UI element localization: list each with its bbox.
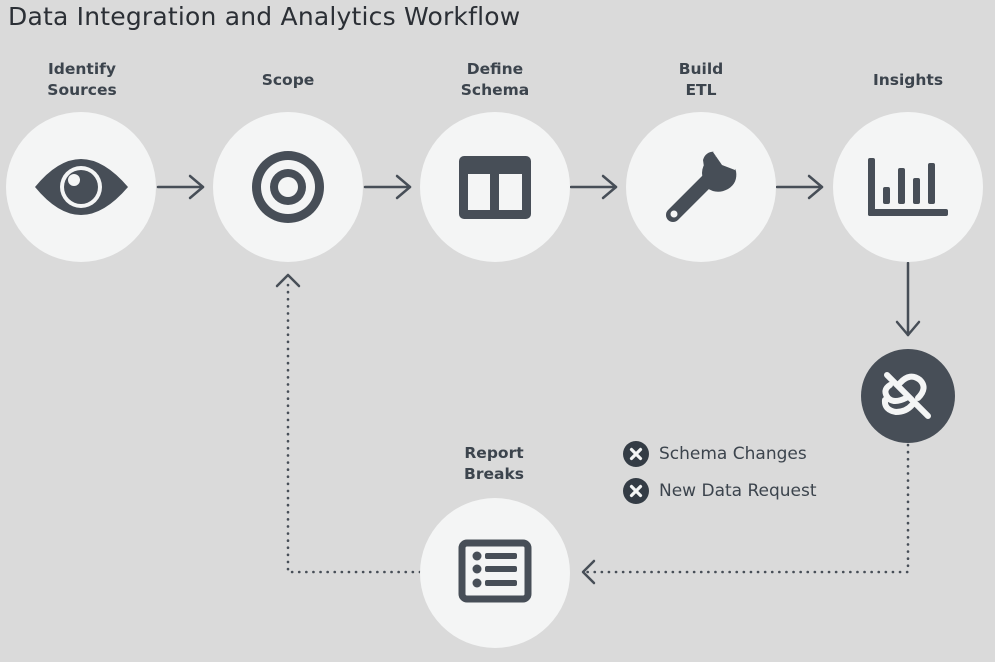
bar-chart-icon bbox=[868, 158, 948, 216]
label-line: Identify bbox=[48, 60, 116, 78]
label-line: Sources bbox=[47, 81, 117, 99]
legend-item-schema-changes: Schema Changes bbox=[623, 441, 807, 467]
label-line: Scope bbox=[261, 71, 315, 89]
label-line: Define bbox=[466, 60, 524, 78]
edge-identify-to-scope bbox=[156, 174, 205, 200]
edge-schema-to-etl bbox=[569, 174, 618, 200]
edge-insights-to-break bbox=[895, 261, 921, 337]
list-icon bbox=[458, 539, 532, 603]
node-scope[interactable] bbox=[213, 112, 363, 262]
node-build-etl[interactable] bbox=[626, 112, 776, 262]
label-scope: Scope bbox=[208, 70, 368, 91]
diagram-title: Data Integration and Analytics Workflow bbox=[8, 2, 521, 31]
label-line: Insights bbox=[872, 71, 944, 89]
edge-report-to-scope bbox=[286, 280, 422, 574]
arrowhead-to-scope bbox=[275, 273, 301, 288]
edge-scope-to-schema bbox=[363, 174, 412, 200]
label-line: Report bbox=[464, 444, 524, 462]
label-report-breaks: Report Breaks bbox=[414, 443, 574, 485]
label-build-etl: Build ETL bbox=[621, 59, 781, 101]
node-report-breaks[interactable] bbox=[420, 498, 570, 648]
label-line: Build bbox=[678, 60, 724, 78]
label-line: Breaks bbox=[464, 465, 524, 483]
x-circle-icon bbox=[623, 441, 649, 467]
node-define-schema[interactable] bbox=[420, 112, 570, 262]
label-identify-sources: Identify Sources bbox=[2, 59, 162, 101]
x-circle-icon bbox=[623, 478, 649, 504]
label-line: ETL bbox=[685, 81, 717, 99]
label-insights: Insights bbox=[828, 70, 988, 91]
schema-layout-icon bbox=[459, 156, 531, 219]
edge-break-to-report bbox=[585, 443, 910, 574]
node-insights[interactable] bbox=[833, 112, 983, 262]
legend-label: New Data Request bbox=[659, 481, 817, 501]
eye-icon bbox=[35, 159, 128, 215]
broken-link-icon bbox=[881, 372, 931, 419]
label-line: Schema bbox=[460, 81, 530, 99]
wrench-icon bbox=[666, 148, 740, 222]
arrowhead-to-report bbox=[581, 559, 596, 585]
edge-etl-to-insights bbox=[775, 174, 824, 200]
node-identify-sources[interactable] bbox=[6, 112, 156, 262]
legend-label: Schema Changes bbox=[659, 444, 807, 464]
node-pipeline-break[interactable] bbox=[861, 349, 955, 443]
legend-item-new-data-request: New Data Request bbox=[623, 478, 817, 504]
label-define-schema: Define Schema bbox=[415, 59, 575, 101]
target-icon bbox=[252, 151, 324, 223]
